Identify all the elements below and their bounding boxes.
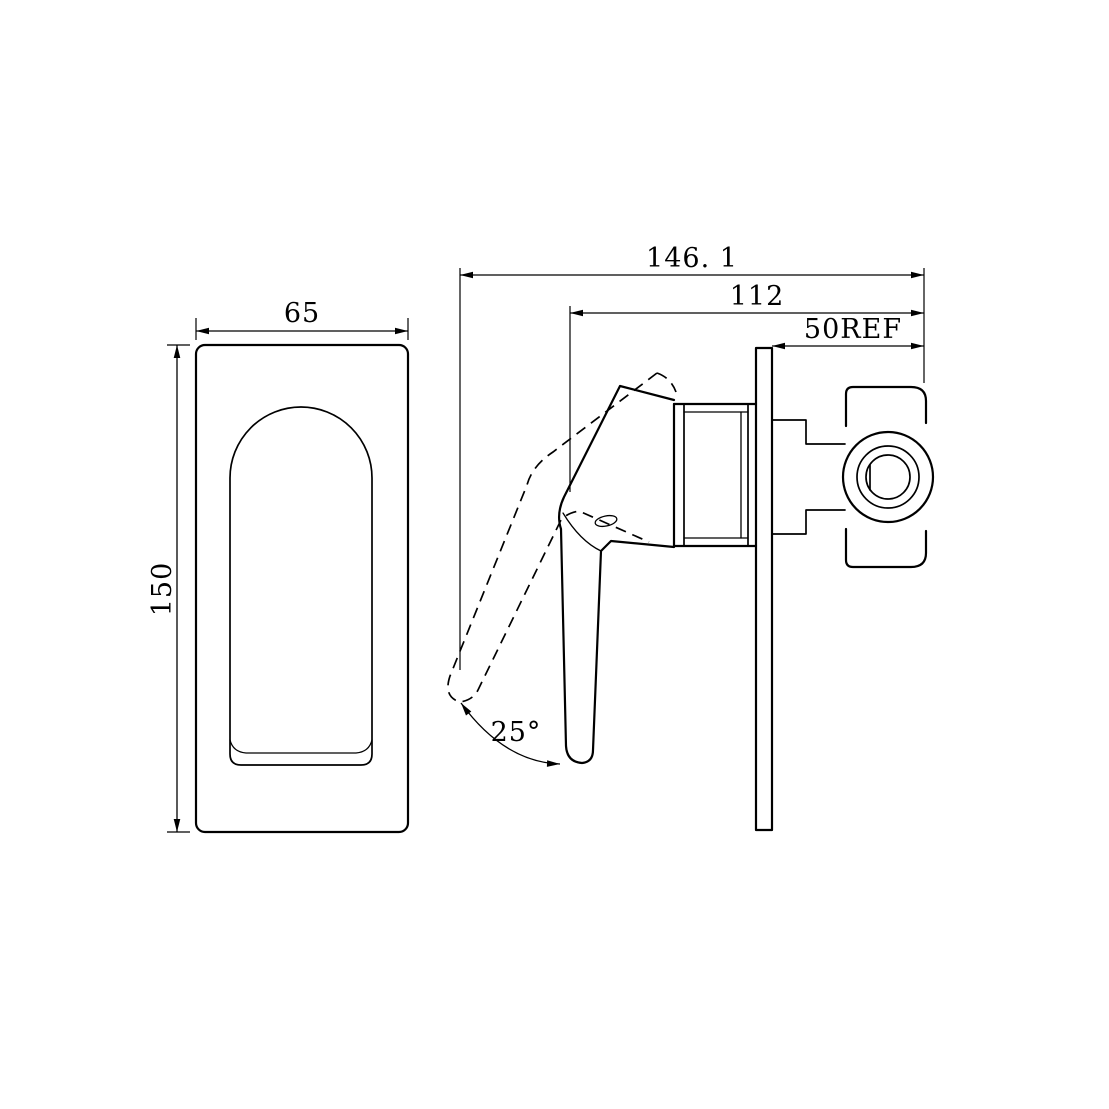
stem-top-profile [771,419,846,445]
handle-elbow-line [562,512,602,552]
cartridge-mid-circle [856,445,920,509]
dimension-text-reference: 50REF [804,314,902,345]
bracket-bottom-tab [844,527,928,569]
faceplate-recess-step [229,739,373,754]
handle-lever-dashed-cap [656,372,677,393]
bracket-top-tab [844,385,928,428]
handle-lever-dashed [447,372,658,703]
faceplate-recess-outline [229,406,373,766]
handle-lever-solid [557,384,676,765]
dimension-text-handle-angle: 25° [491,717,542,748]
stem-bottom-profile [771,509,846,535]
front-view-faceplate [194,343,410,834]
wall-plate-side [754,346,774,832]
side-view-mixer [447,346,935,832]
dimension-arc-handle-angle [460,702,561,767]
side-view-dimensions: 146. 1 112 50REF 25° [459,243,925,767]
dimension-text-body: 112 [730,281,785,312]
cartridge-inner-circle [865,454,911,500]
faceplate-outline [194,343,410,834]
dimension-text-faceplate-width: 65 [284,298,320,329]
front-view-dimensions: 65 150 [147,298,409,833]
cartridge-outer-circle [841,430,935,524]
dimension-text-faceplate-height: 150 [147,562,178,617]
handle-screw-recess [594,514,618,528]
dimension-text-overall: 146. 1 [646,243,738,274]
